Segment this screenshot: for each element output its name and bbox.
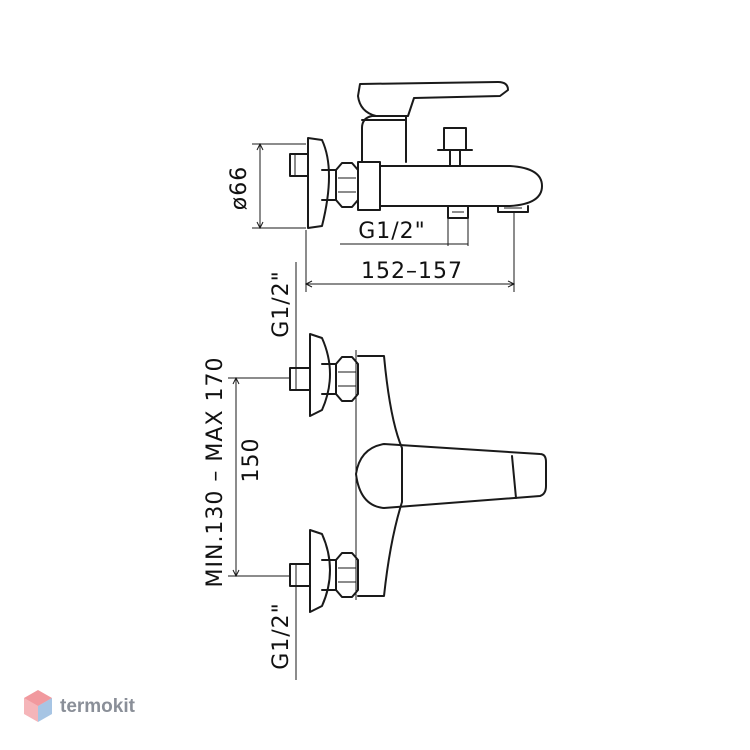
side-diverter-knob bbox=[443, 127, 467, 151]
side-hex-nut bbox=[335, 162, 359, 208]
termokit-logo-icon bbox=[24, 690, 52, 722]
side-outlet-stub bbox=[447, 205, 469, 219]
side-mixer-body bbox=[357, 161, 381, 211]
projection-label: 152–157 bbox=[361, 259, 463, 284]
watermark-text: termokit bbox=[60, 696, 136, 717]
side-inlet-pipe bbox=[289, 153, 309, 177]
center-range-label: MIN.130 – MAX 170 bbox=[203, 357, 228, 588]
bottom-inlet-thread-label: G1/2" bbox=[269, 602, 294, 670]
side-cartridge bbox=[361, 115, 407, 163]
side-lever-handle bbox=[357, 81, 509, 117]
side-spout bbox=[379, 165, 543, 207]
outlet-thread-label: G1/2" bbox=[358, 219, 426, 244]
top-inlet-thread-label: G1/2" bbox=[269, 270, 294, 338]
side-view bbox=[289, 81, 543, 229]
side-wall-flange bbox=[307, 137, 330, 229]
front-top-inlet bbox=[289, 333, 359, 417]
front-lever-handle bbox=[355, 443, 547, 509]
side-dimensions bbox=[252, 142, 516, 292]
diameter-label: ø66 bbox=[227, 166, 252, 210]
front-view bbox=[289, 333, 547, 613]
front-bottom-inlet bbox=[289, 529, 359, 613]
front-mixer-body bbox=[357, 355, 403, 597]
front-dimensions bbox=[228, 262, 297, 680]
center-distance-label: 150 bbox=[239, 438, 264, 483]
termokit-watermark: termokit bbox=[24, 690, 136, 722]
